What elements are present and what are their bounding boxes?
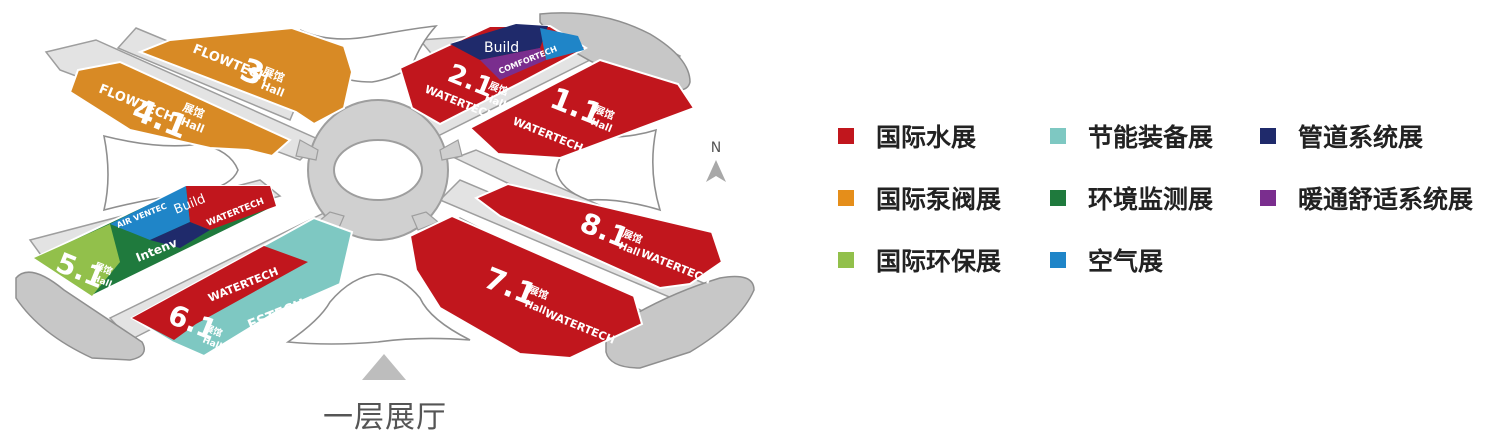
legend-swatch — [1260, 190, 1276, 206]
entrance-triangle-icon — [362, 354, 406, 380]
wing-shapes — [15, 12, 755, 369]
legend-label: 环境监测展 — [1088, 185, 1214, 214]
legend-swatch — [838, 128, 854, 144]
legend-swatch — [1260, 128, 1276, 144]
legend-label: 管道系统展 — [1298, 123, 1424, 152]
north-arrow: N — [706, 140, 726, 182]
legend-swatch — [1050, 128, 1066, 144]
legend-label: 国际泵阀展 — [876, 185, 1002, 214]
legend-label: 暖通舒适系统展 — [1298, 185, 1474, 214]
legend-item-air: 空气展 — [1050, 242, 1163, 278]
hall-2-1-brand-build: Build — [484, 40, 519, 56]
legend-item-env-protection: 国际环保展 — [838, 242, 1001, 278]
legend-item-energy: 节能装备展 — [1050, 118, 1213, 154]
legend-label: 国际环保展 — [876, 247, 1002, 276]
legend-swatch — [1050, 252, 1066, 268]
legend-item-hvac: 暖通舒适系统展 — [1260, 180, 1473, 216]
floor-plan-map: FLOWTECH 4.1 展馆 Hall FLOWTECH 3 展馆 Hall … — [15, 12, 755, 380]
pavilion-south — [285, 273, 471, 345]
hall-8-1[interactable]: 8.1 展馆 Hall WATERTECH — [474, 182, 724, 290]
hall-1-1[interactable]: 1.1 展馆 Hall WATERTECH — [468, 58, 696, 160]
legend-label: 空气展 — [1088, 247, 1164, 276]
legend-label: 国际水展 — [876, 123, 977, 152]
floor-label: 一层展厅 — [323, 400, 447, 435]
legend-label: 节能装备展 — [1088, 123, 1214, 152]
pavilion-west — [102, 134, 239, 212]
wing-right-bottom — [605, 275, 755, 369]
hall-7-1[interactable]: 7.1 展馆 Hall WATERTECH — [408, 214, 644, 360]
legend: 国际水展 节能装备展 管道系统展 国际泵阀展 环境监测展 暖通舒适系统展 国际环… — [838, 118, 1498, 288]
legend-item-env-monitor: 环境监测展 — [1050, 180, 1213, 216]
legend-swatch — [1050, 190, 1066, 206]
legend-item-piping: 管道系统展 — [1260, 118, 1423, 154]
legend-item-water: 国际水展 — [838, 118, 976, 154]
wing-left-bottom — [15, 271, 145, 361]
north-arrow-icon — [706, 160, 726, 182]
legend-swatch — [838, 252, 854, 268]
legend-swatch — [838, 190, 854, 206]
north-label: N — [711, 140, 721, 156]
legend-item-pump-valve: 国际泵阀展 — [838, 180, 1001, 216]
central-plaza — [295, 99, 463, 241]
